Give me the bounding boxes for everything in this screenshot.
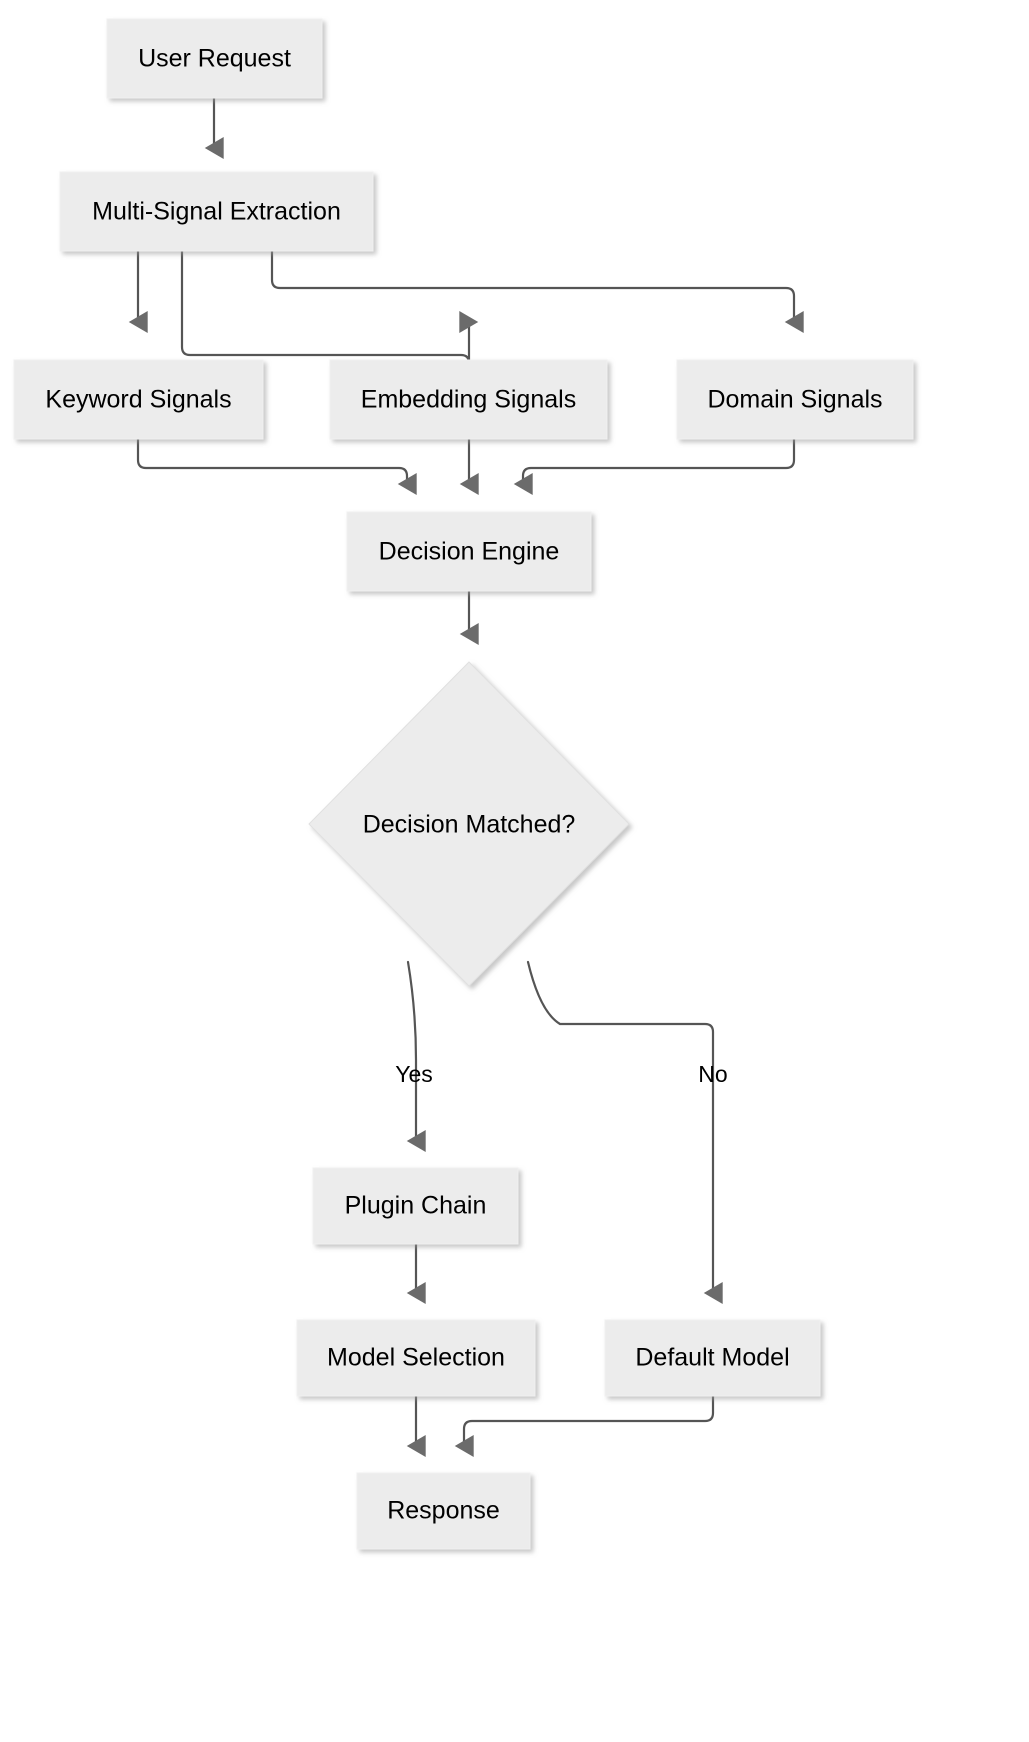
- node-default-model-shape[interactable]: [604, 1319, 821, 1397]
- edge-label-no: No: [698, 1061, 727, 1087]
- edges-layer: [128, 96, 804, 1457]
- node-multi-signal-extraction[interactable]: Multi-Signal Extraction: [59, 171, 374, 252]
- edge-multi-signal-to-embedding-signals: [180, 249, 479, 365]
- node-embedding-signals-label: Embedding Signals: [361, 386, 576, 414]
- node-decision-matched-label: Decision Matched?: [363, 811, 576, 839]
- node-decision-matched[interactable]: Decision Matched?: [308, 661, 630, 987]
- node-user-request[interactable]: User Request: [106, 18, 323, 99]
- node-embedding-signals-shape[interactable]: [329, 359, 608, 440]
- node-model-selection[interactable]: Model Selection: [296, 1319, 536, 1397]
- node-keyword-signals-shape[interactable]: [13, 359, 264, 440]
- edge-label-yes: Yes: [395, 1061, 433, 1087]
- node-response-shape[interactable]: [356, 1472, 531, 1550]
- node-default-model[interactable]: Default Model: [604, 1319, 821, 1397]
- edge-decision-matched-yes-to-plugin-chain: [406, 960, 426, 1152]
- node-plugin-chain-shape[interactable]: [312, 1167, 519, 1245]
- node-decision-engine-label: Decision Engine: [379, 538, 560, 566]
- node-decision-engine-shape[interactable]: [346, 511, 592, 592]
- edge-keyword-signals-to-decision-engine: [136, 437, 417, 495]
- node-domain-signals[interactable]: Domain Signals: [676, 359, 914, 440]
- edge-labels-layer: Yes No: [395, 1061, 727, 1087]
- node-multi-signal-extraction-label: Multi-Signal Extraction: [92, 198, 341, 226]
- node-keyword-signals-label: Keyword Signals: [45, 386, 231, 414]
- node-user-request-shape[interactable]: [106, 18, 323, 99]
- node-embedding-signals[interactable]: Embedding Signals: [329, 359, 608, 440]
- edge-default-model-to-response: [454, 1394, 715, 1457]
- node-model-selection-shape[interactable]: [296, 1319, 536, 1397]
- node-decision-matched-shape[interactable]: [308, 661, 630, 987]
- node-keyword-signals[interactable]: Keyword Signals: [13, 359, 264, 440]
- node-multi-signal-extraction-shape[interactable]: [59, 171, 374, 252]
- edge-decision-matched-no-to-default-model: [526, 960, 723, 1304]
- node-plugin-chain[interactable]: Plugin Chain: [312, 1167, 519, 1245]
- node-domain-signals-label: Domain Signals: [707, 386, 882, 414]
- node-plugin-chain-label: Plugin Chain: [345, 1192, 487, 1220]
- node-user-request-label: User Request: [138, 45, 291, 73]
- node-response[interactable]: Response: [356, 1472, 531, 1550]
- node-decision-engine[interactable]: Decision Engine: [346, 511, 592, 592]
- node-domain-signals-shape[interactable]: [676, 359, 914, 440]
- nodes-layer: User Request Multi-Signal Extraction Key…: [13, 18, 914, 1550]
- node-response-label: Response: [387, 1497, 500, 1525]
- node-default-model-label: Default Model: [635, 1344, 789, 1372]
- edge-multi-signal-to-domain-signals: [270, 249, 804, 333]
- edge-domain-signals-to-decision-engine: [513, 437, 796, 495]
- node-model-selection-label: Model Selection: [327, 1344, 505, 1372]
